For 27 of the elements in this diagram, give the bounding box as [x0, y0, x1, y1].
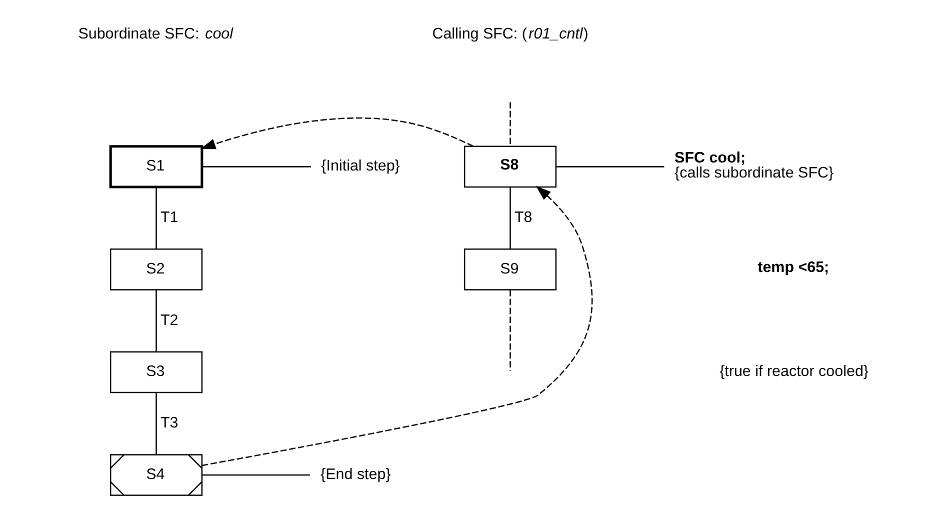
- label: temp <65;: [757, 259, 829, 276]
- label: Calling SFC: (r01_cntl): [432, 26, 588, 43]
- label: {true if reactor cooled}: [719, 363, 868, 380]
- node-box: S9: [463, 248, 556, 290]
- connector: [155, 187, 156, 249]
- node-text: {End step}: [320, 466, 390, 483]
- connector: [155, 290, 156, 352]
- connector: [556, 166, 664, 168]
- connector: [509, 102, 510, 146]
- node-box: S8: [463, 146, 556, 188]
- connector: [509, 187, 510, 249]
- node-text: {Initial step}: [320, 158, 400, 175]
- node-box: S1: [108, 145, 203, 188]
- edge-label: T1: [160, 209, 178, 226]
- connector: [155, 392, 156, 454]
- connector: [202, 166, 311, 168]
- edge-label: T8: [514, 209, 532, 226]
- node-box: S3: [109, 351, 202, 394]
- arrow: [201, 186, 592, 466]
- arrow: [200, 117, 473, 150]
- connector: [202, 474, 310, 476]
- node-box: S2: [109, 248, 202, 290]
- connector: [509, 290, 510, 371]
- edge-label: T3: [160, 414, 178, 432]
- label: Subordinate SFC: cool: [78, 26, 233, 43]
- node-text: SFC cool; {calls subordinate SFC}: [674, 149, 834, 182]
- edge-label: T2: [160, 312, 178, 329]
